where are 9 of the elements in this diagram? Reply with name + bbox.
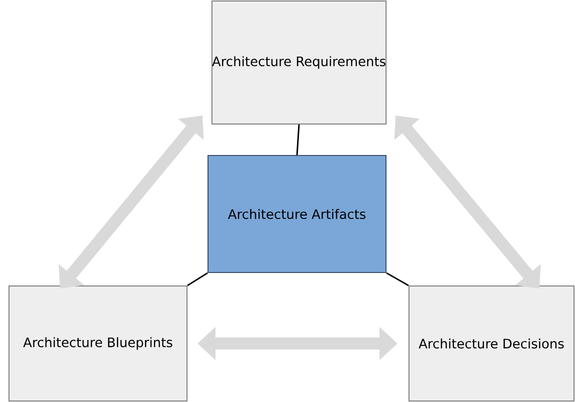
box: Architecture Blueprints — [8, 286, 188, 402]
connector-line — [296, 124, 300, 156]
box: Architecture Decisions — [408, 286, 574, 402]
box: Architecture Requirements — [211, 0, 387, 124]
box: Architecture Artifacts — [208, 155, 386, 273]
connector-line — [187, 272, 208, 286]
double-arrow — [394, 116, 541, 288]
double-arrow — [58, 116, 204, 288]
connector-line — [386, 272, 409, 286]
